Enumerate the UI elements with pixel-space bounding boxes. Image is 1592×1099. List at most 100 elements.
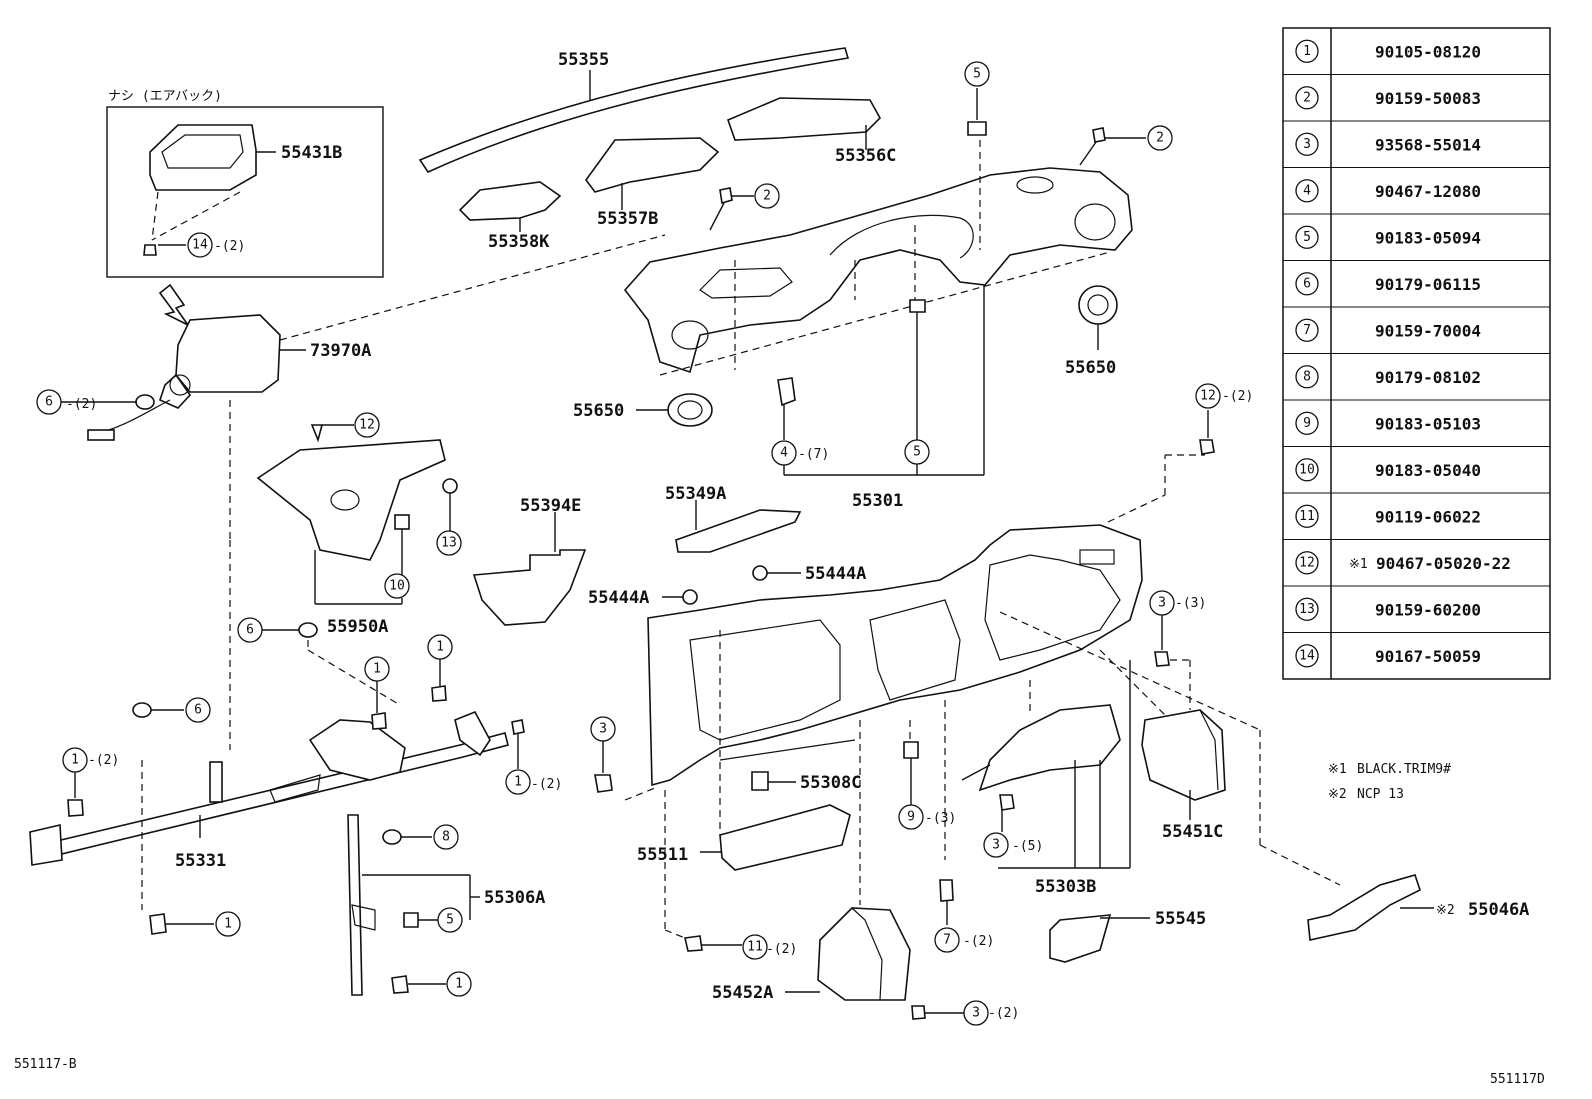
screw-11 bbox=[684, 935, 703, 952]
table-ref-number: 7 bbox=[1303, 323, 1311, 338]
callout-number: 1 bbox=[436, 640, 444, 655]
screw-7 bbox=[939, 879, 954, 902]
label-55358k: 55358K bbox=[488, 232, 550, 252]
callout-number: 5 bbox=[446, 913, 454, 928]
table-ref-number: 14 bbox=[1299, 648, 1315, 663]
bolt-1-c bbox=[431, 685, 447, 702]
clip-55308c bbox=[751, 771, 769, 791]
qty-12-right: -(2) bbox=[1222, 389, 1253, 404]
table-part-number: 90167-50059 bbox=[1375, 647, 1481, 666]
callout-circle bbox=[36, 389, 62, 415]
label-55355: 55355 bbox=[558, 50, 609, 70]
qty-7: -(2) bbox=[963, 934, 994, 949]
table-ref-circle bbox=[1295, 365, 1319, 389]
label-55306a: 55306A bbox=[484, 888, 545, 908]
screw-2-right bbox=[1092, 127, 1106, 143]
callout-number: 4 bbox=[780, 446, 788, 461]
notes: ※1 BLACK.TRIM9# ※2 NCP 13 bbox=[1328, 762, 1451, 802]
callout-circle bbox=[437, 907, 463, 933]
clip-55444a-left bbox=[682, 589, 698, 605]
table-part-number: 90105-08120 bbox=[1375, 42, 1481, 61]
bolt-1-a bbox=[67, 799, 84, 817]
qty-3-bottom: -(2) bbox=[988, 1006, 1019, 1021]
callout-number: 5 bbox=[973, 67, 981, 82]
callout-number: 2 bbox=[1156, 131, 1164, 146]
qty-9: -(3) bbox=[925, 811, 956, 826]
callout-number: 9 bbox=[907, 810, 915, 825]
reinforcement-55331 bbox=[29, 710, 509, 866]
nut-6-top bbox=[298, 622, 318, 638]
clip-9 bbox=[903, 741, 919, 759]
callout-circle bbox=[742, 934, 768, 960]
table-ref-circle bbox=[1295, 551, 1319, 575]
nut-6-airbag bbox=[135, 394, 155, 410]
nut-6-left bbox=[132, 702, 152, 718]
table-part-number: 90119-06022 bbox=[1375, 507, 1481, 526]
arrow-down-icon bbox=[158, 283, 189, 326]
table-ref-circle bbox=[1295, 411, 1319, 435]
pad-55349a bbox=[675, 509, 802, 553]
box-55452a bbox=[817, 907, 911, 1001]
table-ref-circle bbox=[1295, 86, 1319, 110]
bolt-1-e bbox=[149, 913, 167, 935]
qty-3-mid: -(5) bbox=[1012, 839, 1043, 854]
callout-circle bbox=[427, 634, 453, 660]
table-ref-circle bbox=[1295, 39, 1319, 63]
callout-number: 3 bbox=[1158, 596, 1166, 611]
finish-panel-55950a bbox=[256, 439, 446, 561]
qty-6-airbag: -(2) bbox=[66, 397, 97, 412]
callout-number: 3 bbox=[599, 722, 607, 737]
table-part-number: 90159-60200 bbox=[1375, 600, 1481, 619]
table-ref-circle bbox=[1295, 318, 1319, 342]
table-ref-number: 2 bbox=[1303, 90, 1311, 105]
table-ref-number: 5 bbox=[1303, 230, 1311, 245]
callout-circle bbox=[384, 573, 410, 599]
label-55545: 55545 bbox=[1155, 909, 1206, 929]
label-55046a: 55046A bbox=[1468, 900, 1529, 920]
label-55331: 55331 bbox=[175, 851, 226, 871]
table-part-number: 90159-70004 bbox=[1375, 321, 1481, 340]
label-55356c: 55356C bbox=[835, 146, 896, 166]
table-part-number: 93568-55014 bbox=[1375, 135, 1481, 154]
brace-55306a bbox=[347, 814, 363, 996]
callout-circle bbox=[433, 824, 459, 850]
callout-number: 6 bbox=[194, 703, 202, 718]
label-55451c: 55451C bbox=[1162, 822, 1223, 842]
table-ref-circle bbox=[1295, 179, 1319, 203]
table-ref-number: 13 bbox=[1299, 602, 1315, 617]
callout-number: 3 bbox=[992, 838, 1000, 853]
note-text-2: NCP 13 bbox=[1357, 787, 1404, 802]
nut-8 bbox=[382, 829, 402, 845]
screw-2-left bbox=[719, 187, 733, 205]
screw-3-mid bbox=[999, 794, 1015, 811]
label-55452a: 55452A bbox=[712, 983, 773, 1003]
table-ref-circle bbox=[1295, 597, 1319, 621]
qty-4: -(7) bbox=[798, 447, 829, 462]
callout-circle bbox=[963, 1000, 989, 1026]
callout-number: 1 bbox=[455, 977, 463, 992]
callout-number: 13 bbox=[441, 536, 457, 551]
qty-1-right: -(2) bbox=[531, 777, 562, 792]
qty-14: -(2) bbox=[214, 239, 245, 254]
callout-circle bbox=[1195, 383, 1221, 409]
callout-number: 14 bbox=[192, 238, 208, 253]
label-55650-left: 55650 bbox=[573, 401, 624, 421]
callout-circle bbox=[436, 530, 462, 556]
qty-3-right: -(3) bbox=[1175, 596, 1206, 611]
callout-circle bbox=[354, 412, 380, 438]
clip-5-brace bbox=[403, 912, 419, 928]
table-ref-number: 4 bbox=[1303, 183, 1311, 198]
callout-number: 8 bbox=[442, 830, 450, 845]
table-ref-circle bbox=[1295, 132, 1319, 156]
table-ref-number: 3 bbox=[1303, 137, 1311, 152]
callout-circle bbox=[364, 656, 390, 682]
callout-number: 10 bbox=[389, 579, 405, 594]
callout-circle bbox=[505, 769, 531, 795]
callout-number: 2 bbox=[763, 189, 771, 204]
callout-circle bbox=[934, 927, 960, 953]
airbag-less-box: ナシ (エアバック) 55431B bbox=[106, 89, 384, 278]
footer-left-id: 551117-B bbox=[14, 1057, 77, 1072]
callout-circle bbox=[754, 183, 780, 209]
callout-circle bbox=[590, 716, 616, 742]
qty-1-left: -(2) bbox=[88, 753, 119, 768]
